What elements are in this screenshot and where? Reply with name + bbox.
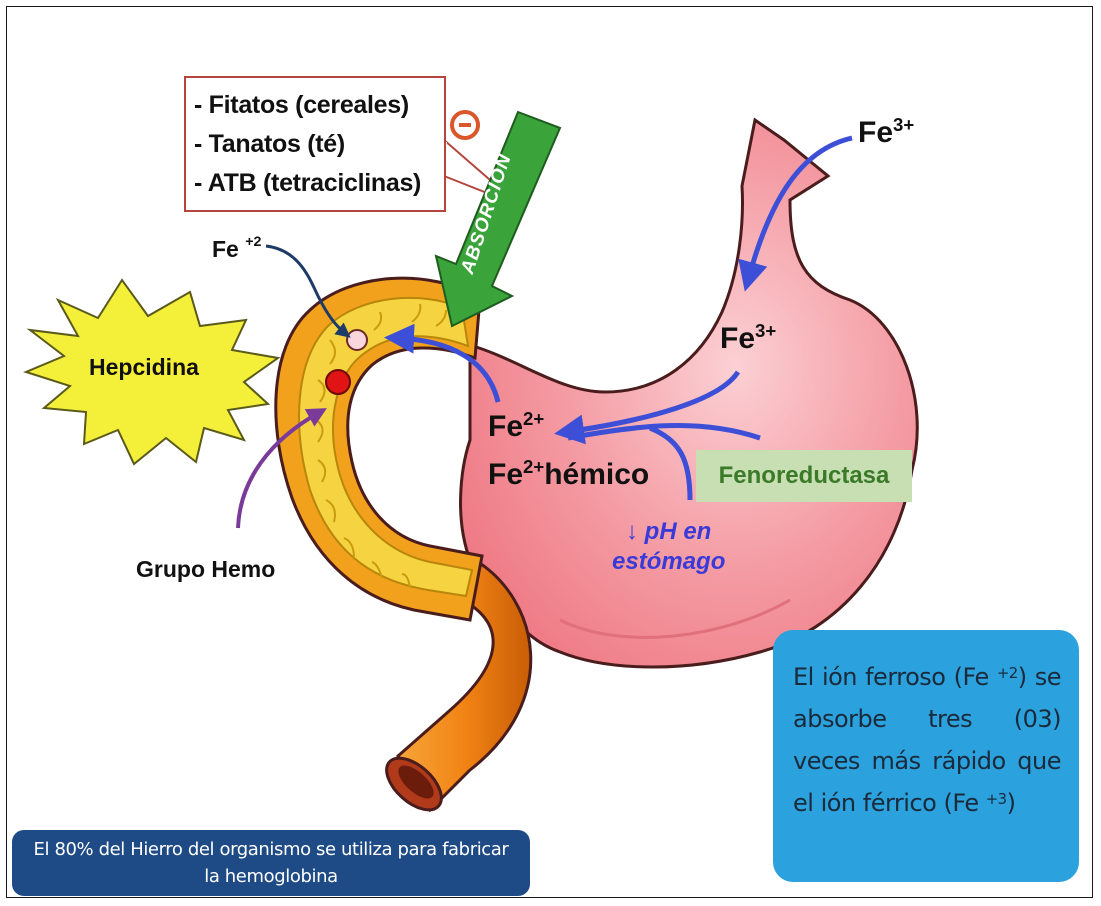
fe3-top-label: Fe3+ bbox=[858, 116, 914, 150]
heme-cell bbox=[326, 370, 350, 394]
fe2-hemico-label: Fe2+hémico bbox=[488, 458, 649, 492]
hepcidina-label: Hepcidina bbox=[89, 354, 199, 381]
absorption-arrow bbox=[436, 112, 560, 326]
bottom-fact-line-2: la hemoglobina bbox=[12, 863, 530, 890]
inhibitor-item: - Tanatos (té) bbox=[194, 125, 444, 164]
ph-line-1: ↓ pH en bbox=[612, 517, 725, 547]
inhibition-icon bbox=[450, 110, 480, 140]
note-box: El ión ferroso (Fe +2) se absorbe tres (… bbox=[773, 630, 1079, 882]
grupo-hemo-label: Grupo Hemo bbox=[136, 556, 275, 583]
fe3-mid-label: Fe3+ bbox=[720, 322, 776, 356]
fe2-label: Fe2+ bbox=[488, 410, 544, 444]
fe2-duodenum-label: Fe +2 bbox=[212, 236, 261, 263]
inhibitor-item: - Fitatos (cereales) bbox=[194, 86, 444, 125]
note-text: El ión ferroso (Fe +2) se absorbe tres (… bbox=[793, 656, 1061, 824]
bottom-fact-line-1: El 80% del Hierro del organismo se utili… bbox=[12, 836, 530, 863]
fe2-cell bbox=[347, 330, 367, 350]
inhibitor-item: - ATB (tetraciclinas) bbox=[194, 164, 444, 203]
ph-label: ↓ pH en estómago bbox=[612, 517, 725, 577]
ph-line-2: estómago bbox=[612, 547, 725, 577]
inhibitors-box: - Fitatos (cereales) - Tanatos (té) - AT… bbox=[184, 76, 446, 212]
fenoreductasa-box: Fenoreductasa bbox=[696, 450, 912, 502]
bottom-fact-box: El 80% del Hierro del organismo se utili… bbox=[12, 830, 530, 896]
